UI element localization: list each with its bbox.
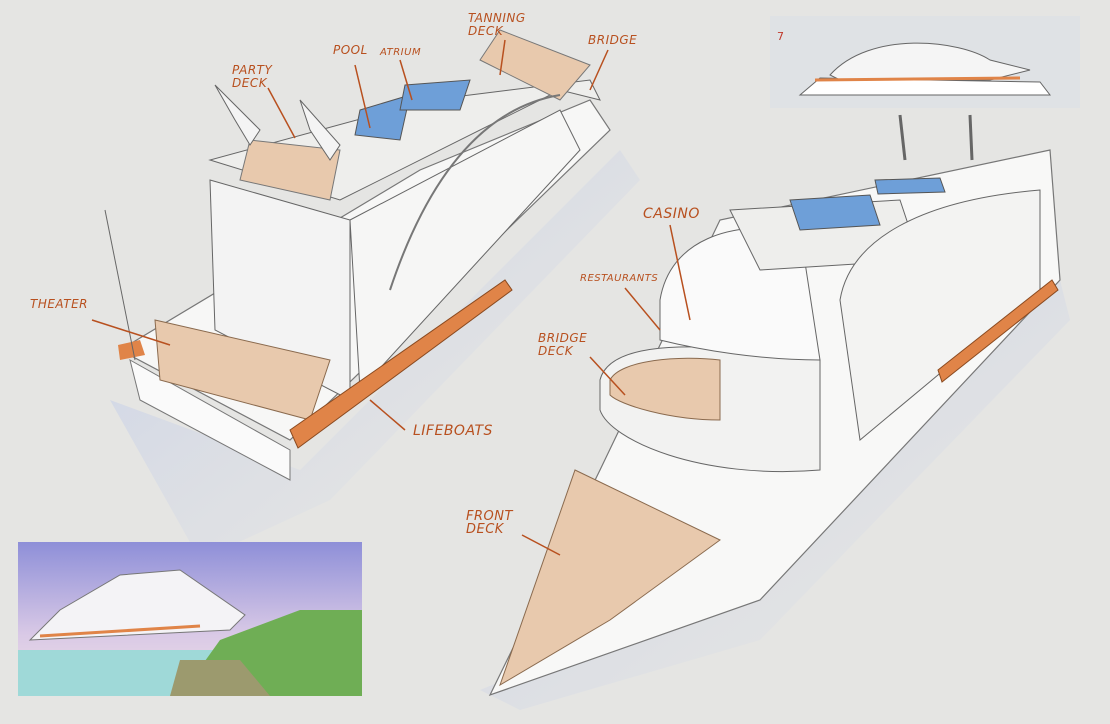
label-casino: CASINO: [643, 206, 700, 222]
leader-lines: [91, 39, 691, 556]
rear-view-ship: [104, 29, 611, 481]
label-front-deck: FRONT DECK: [466, 509, 513, 537]
lifeboats-left: [289, 279, 513, 449]
label-bridge-deck: BRIDGE DECK: [538, 331, 588, 358]
label-tanning-deck: TANNING DECK: [468, 11, 526, 38]
label-theater: THEATER: [30, 297, 89, 311]
lifeboats-right: [937, 279, 1059, 383]
water-wake-left: [110, 150, 640, 560]
label-lifeboats: LIFEBOATS: [413, 423, 493, 439]
thumbnail-number: 7: [777, 30, 784, 43]
scene-thumbnail: [18, 542, 362, 696]
label-party-deck: PARTY DECK: [232, 63, 273, 90]
label-pool: POOL: [333, 43, 368, 57]
label-restaurants: RESTAURANTS: [580, 273, 659, 284]
label-atrium: ATRIUM: [380, 47, 422, 58]
side-view-thumbnail: [770, 16, 1080, 108]
front-view-ship: [488, 114, 1061, 697]
label-bridge: BRIDGE: [588, 33, 638, 47]
